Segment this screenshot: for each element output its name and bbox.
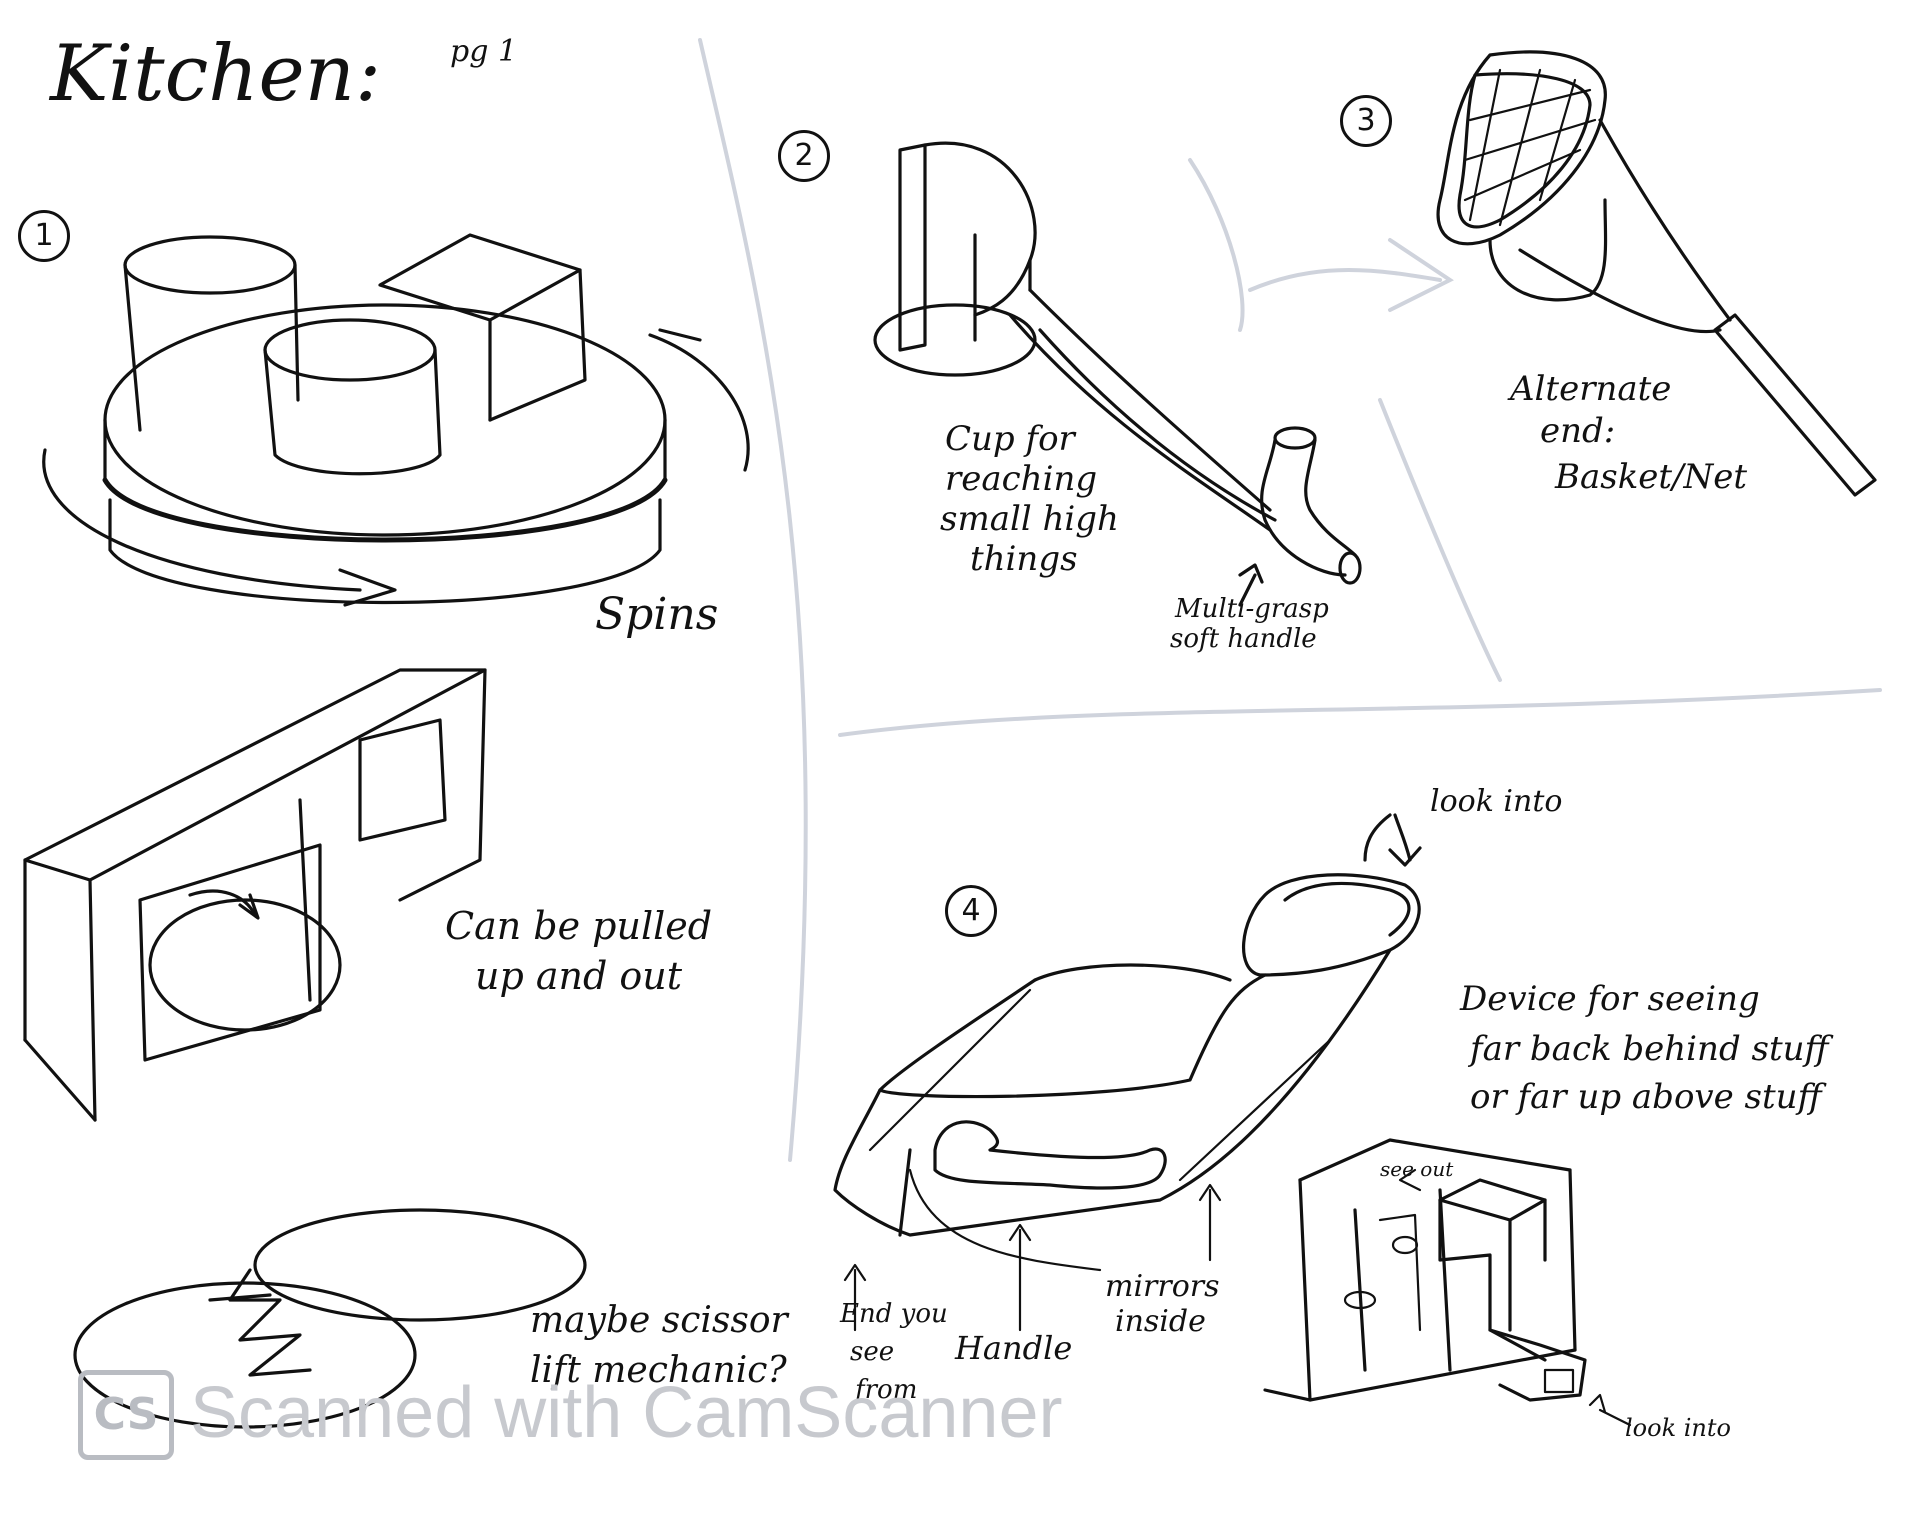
camscanner-logo: CS	[78, 1370, 174, 1460]
cup-label-line2: reaching	[945, 459, 1098, 499]
device-label-line1: Device for seeing	[1460, 979, 1760, 1019]
scissor-lift-label-line2: lift mechanic?	[530, 1350, 787, 1391]
periscope-device-drawing	[833, 813, 1632, 1427]
sketch-number-3: 3	[1340, 95, 1392, 147]
cup-label-line4: things	[970, 539, 1078, 579]
spins-label: Spins	[595, 589, 719, 640]
alternate-end-label-line3: Basket/Net	[1555, 457, 1748, 497]
mirrors-label-line2: inside	[1115, 1304, 1206, 1339]
device-label-line2: far back behind stuff	[1470, 1029, 1829, 1069]
soft-handle-label-line2: soft handle	[1170, 624, 1317, 654]
look-into-top-label: look into	[1430, 784, 1563, 819]
soft-handle-label-line1: Multi-grasp	[1175, 594, 1329, 624]
pull-out-label-line2: up and out	[475, 954, 683, 998]
cup-label-line3: small high	[940, 499, 1119, 539]
alternate-end-label-line1: Alternate	[1510, 369, 1672, 409]
alternate-end-label-line2: end:	[1540, 411, 1616, 451]
net-reacher-drawing	[1436, 50, 1877, 497]
look-into-bottom-label: look into	[1625, 1414, 1731, 1442]
cup-label-line1: Cup for	[945, 419, 1075, 459]
scissor-lift-label-line1: maybe scissor	[530, 1300, 788, 1341]
end-label-line1: End you	[840, 1299, 948, 1329]
mirrors-label-line1: mirrors	[1105, 1269, 1220, 1304]
lazy-susan-drawing	[42, 233, 750, 607]
divider-lines	[698, 38, 1882, 1162]
handle-label: Handle	[955, 1329, 1073, 1367]
sketch-number-1: 1	[18, 210, 70, 262]
pull-out-label-line1: Can be pulled	[445, 904, 713, 948]
see-out-label: see out	[1380, 1157, 1454, 1181]
device-label-line3: or far up above stuff	[1470, 1077, 1822, 1117]
pull-out-cabinet-drawing	[23, 668, 487, 1122]
page-number-label: pg 1	[450, 34, 518, 69]
scissor-lift-drawing	[73, 1208, 587, 1429]
end-label-line2: see	[850, 1337, 895, 1367]
camscanner-watermark-text: Scanned with CamScanner	[190, 1373, 1063, 1453]
end-label-line3: from	[855, 1375, 918, 1405]
sketch-number-2: 2	[778, 130, 830, 182]
page-title: Kitchen:	[50, 29, 382, 119]
sketch-number-4: 4	[945, 885, 997, 937]
cup-reacher-drawing	[873, 141, 1362, 607]
